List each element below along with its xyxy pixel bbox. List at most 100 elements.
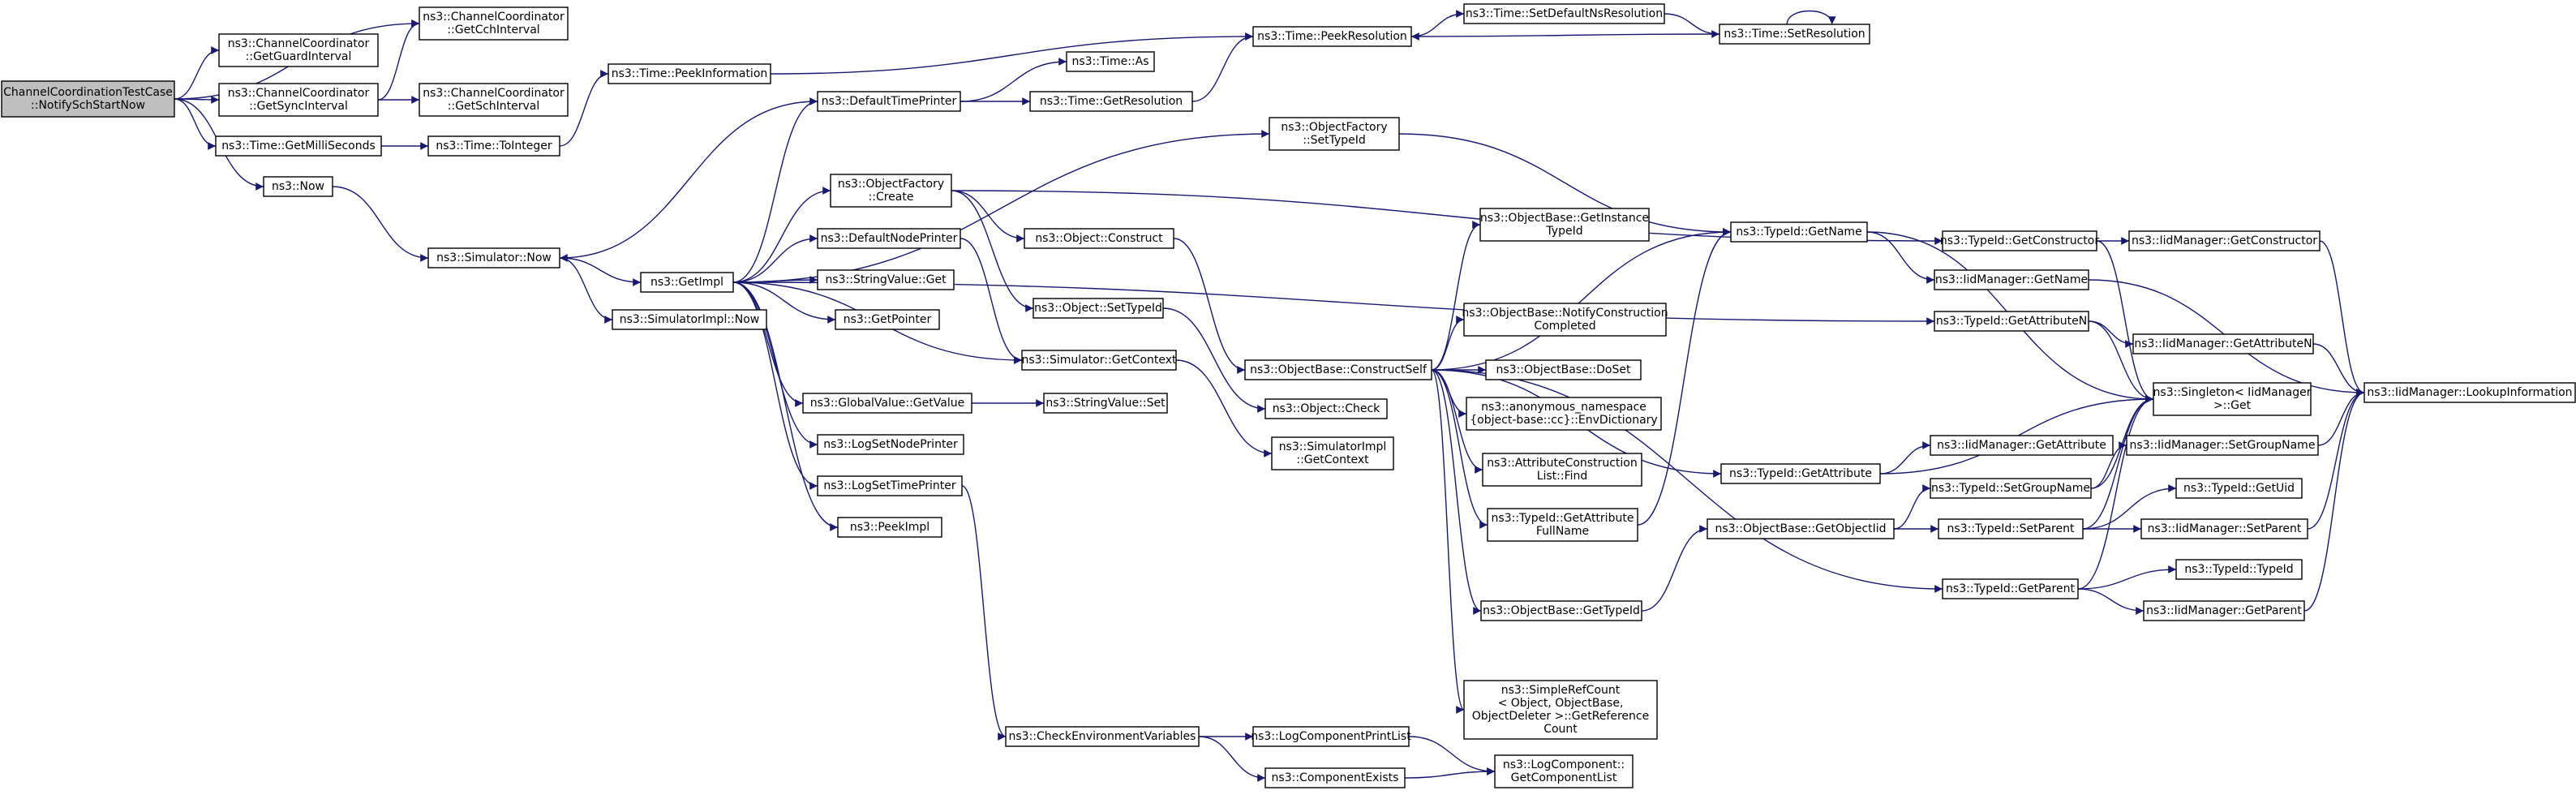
graph-node[interactable]: ns3::IidManager::SetGroupName: [2126, 435, 2319, 456]
graph-node[interactable]: ns3::ObjectBase::GetTypeId: [1480, 600, 1642, 621]
graph-node[interactable]: ns3::IidManager::GetParent: [2143, 600, 2305, 621]
graph-node[interactable]: ns3::TypeId::GetConstructor: [1940, 230, 2099, 251]
graph-node[interactable]: ns3::GlobalValue::GetValue: [802, 393, 972, 414]
node-box[interactable]: [1719, 24, 1870, 45]
node-box[interactable]: [2143, 600, 2305, 621]
graph-node[interactable]: ns3::DefaultTimePrinter: [817, 91, 961, 112]
node-box[interactable]: [215, 135, 382, 157]
graph-node[interactable]: ns3::Simulator::GetContext: [1021, 350, 1177, 371]
node-box[interactable]: [1485, 359, 1642, 380]
node-box[interactable]: [1463, 303, 1667, 337]
graph-node[interactable]: ns3::IidManager::SetParent: [2140, 518, 2308, 539]
graph-node[interactable]: ns3::DefaultNodePrinter: [817, 228, 961, 249]
node-box[interactable]: [1934, 269, 2089, 290]
node-box[interactable]: [218, 33, 379, 67]
node-box[interactable]: [2175, 559, 2303, 580]
graph-node[interactable]: ns3::TypeId::SetParent: [1938, 518, 2084, 539]
graph-node[interactable]: ns3::LogComponent::GetComponentList: [1494, 754, 1634, 788]
graph-node[interactable]: ns3::anonymous_namespace{object-base::cc…: [1466, 397, 1662, 431]
node-box[interactable]: [1720, 463, 1881, 484]
graph-node[interactable]: ns3::Object::SetTypeId: [1033, 298, 1164, 319]
node-box[interactable]: [2363, 382, 2576, 403]
graph-node[interactable]: ns3::Simulator::Now: [427, 247, 560, 268]
node-box[interactable]: [1264, 767, 1406, 788]
node-box[interactable]: [1252, 726, 1410, 747]
node-box[interactable]: [1066, 51, 1155, 72]
graph-node[interactable]: ns3::SimulatorImpl::Now: [612, 309, 767, 330]
graph-node[interactable]: ns3::Time::ToInteger: [427, 135, 560, 157]
node-box[interactable]: [1244, 359, 1432, 380]
node-box[interactable]: [2140, 518, 2308, 539]
graph-node[interactable]: ns3::StringValue::Set: [1043, 393, 1168, 414]
graph-node[interactable]: ns3::LogComponentPrintList: [1251, 726, 1411, 747]
node-box[interactable]: [2153, 382, 2312, 416]
graph-node[interactable]: ChannelCoordinationTestCase::NotifySchSt…: [1, 80, 175, 118]
graph-node[interactable]: ns3::IidManager::GetAttributeN: [2132, 333, 2314, 354]
node-box[interactable]: [1730, 221, 1868, 243]
node-box[interactable]: [427, 247, 560, 268]
graph-node[interactable]: ns3::Object::Construct: [1024, 228, 1174, 249]
node-box[interactable]: [1264, 398, 1388, 419]
node-box[interactable]: [1033, 298, 1164, 319]
node-box[interactable]: [2175, 478, 2303, 499]
graph-node[interactable]: ns3::TypeId::GetName: [1730, 221, 1868, 243]
graph-node[interactable]: ns3::IidManager::GetName: [1934, 269, 2089, 290]
graph-node[interactable]: ns3::ComponentExists: [1264, 767, 1406, 788]
node-box[interactable]: [1021, 350, 1177, 371]
graph-node[interactable]: ns3::TypeId::GetUid: [2175, 478, 2303, 499]
graph-node[interactable]: ns3::Time::SetResolution: [1719, 24, 1870, 45]
graph-node[interactable]: ns3::SimulatorImpl::GetContext: [1271, 436, 1394, 470]
graph-node[interactable]: ns3::Time::As: [1066, 51, 1155, 72]
node-box[interactable]: [1930, 478, 2092, 499]
graph-node[interactable]: ns3::ChannelCoordinator::GetGuardInterva…: [218, 33, 379, 67]
node-box[interactable]: [837, 517, 942, 538]
graph-node[interactable]: ns3::Now: [263, 176, 333, 197]
node-box[interactable]: [1029, 91, 1193, 112]
node-box[interactable]: [830, 174, 952, 208]
node-box[interactable]: [1482, 453, 1642, 487]
graph-node[interactable]: ns3::LogSetNodePrinter: [817, 434, 964, 455]
node-box[interactable]: [1942, 230, 2097, 251]
node-box[interactable]: [2126, 435, 2319, 456]
node-box[interactable]: [817, 475, 963, 496]
node-box[interactable]: [1463, 3, 1665, 24]
root-node-box[interactable]: [1, 80, 175, 118]
node-box[interactable]: [1269, 117, 1400, 151]
graph-node[interactable]: ns3::TypeId::GetAttribute: [1720, 463, 1881, 484]
node-box[interactable]: [1930, 435, 2114, 456]
node-box[interactable]: [640, 272, 734, 293]
node-box[interactable]: [817, 228, 961, 249]
node-box[interactable]: [1271, 436, 1394, 470]
node-box[interactable]: [835, 309, 940, 330]
node-box[interactable]: [1480, 600, 1642, 621]
graph-node[interactable]: ns3::ChannelCoordinator::GetSyncInterval: [218, 83, 379, 117]
node-box[interactable]: [1252, 26, 1412, 47]
node-box[interactable]: [1494, 754, 1634, 788]
node-box[interactable]: [1479, 208, 1650, 242]
node-box[interactable]: [1463, 680, 1658, 740]
node-box[interactable]: [1024, 228, 1174, 249]
node-box[interactable]: [419, 83, 569, 117]
graph-node[interactable]: ns3::IidManager::LookupInformation: [2363, 382, 2576, 403]
node-box[interactable]: [1466, 397, 1662, 431]
node-box[interactable]: [218, 83, 379, 117]
node-box[interactable]: [817, 434, 964, 455]
graph-node[interactable]: ns3::Time::PeekInformation: [608, 63, 771, 84]
graph-node[interactable]: ns3::ChannelCoordinator::GetSchInterval: [419, 83, 569, 117]
graph-node[interactable]: ns3::TypeId::SetGroupName: [1930, 478, 2092, 499]
node-box[interactable]: [1938, 518, 2084, 539]
node-box[interactable]: [817, 91, 961, 112]
node-box[interactable]: [1005, 726, 1200, 747]
graph-node[interactable]: ns3::Time::GetResolution: [1029, 91, 1193, 112]
graph-node[interactable]: ns3::StringValue::Get: [817, 269, 955, 290]
graph-node[interactable]: ns3::Time::PeekResolution: [1252, 26, 1412, 47]
graph-node[interactable]: ns3::TypeId::TypeId: [2175, 559, 2303, 580]
graph-node[interactable]: ns3::ObjectBase::NotifyConstructionCompl…: [1462, 303, 1668, 337]
graph-node[interactable]: ns3::GetPointer: [835, 309, 940, 330]
graph-node[interactable]: ns3::Time::SetDefaultNsResolution: [1463, 3, 1665, 24]
graph-node[interactable]: ns3::TypeId::GetAttributeN: [1934, 311, 2089, 332]
node-box[interactable]: [1487, 508, 1638, 542]
graph-node[interactable]: ns3::Object::Check: [1264, 398, 1388, 419]
graph-node[interactable]: ns3::CheckEnvironmentVariables: [1005, 726, 1200, 747]
